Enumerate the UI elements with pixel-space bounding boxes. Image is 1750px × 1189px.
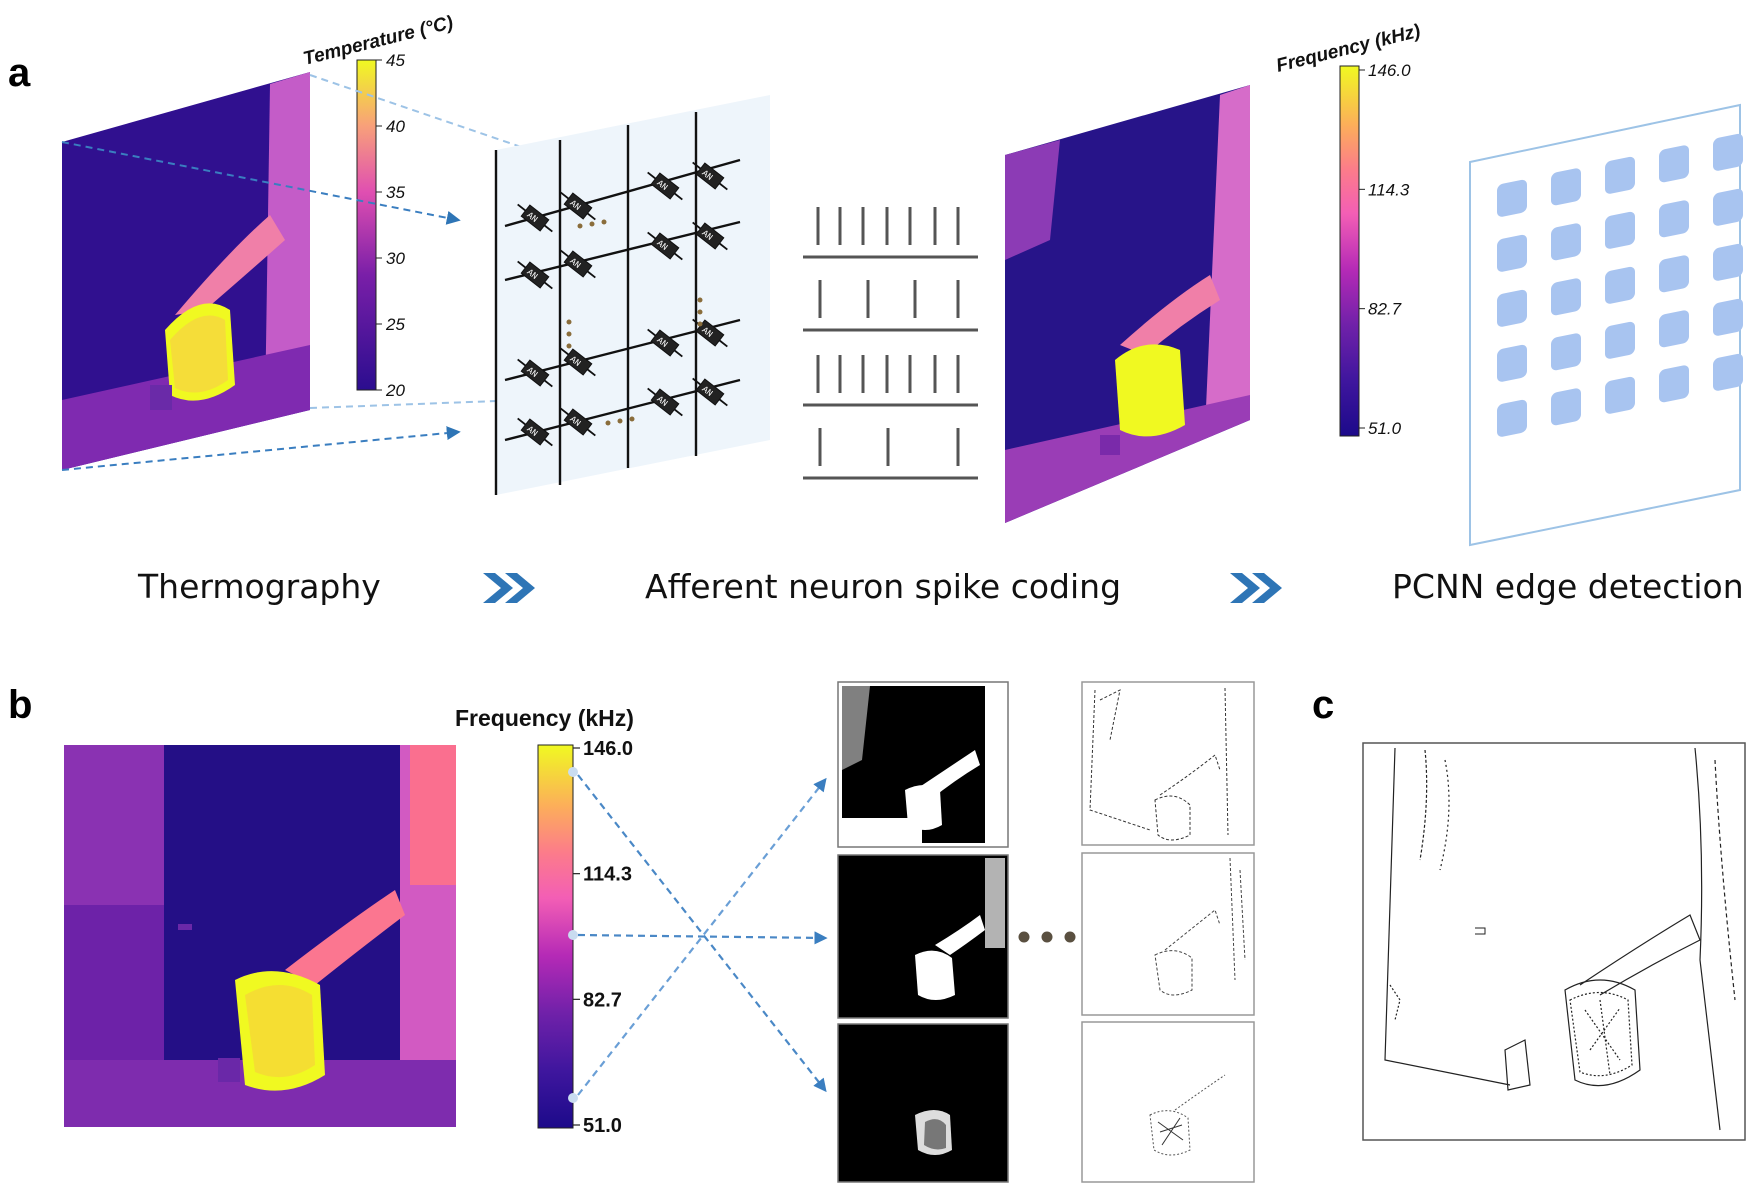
panel-label-c: c	[1312, 683, 1334, 727]
frequency-a-tick-label: 51.0	[1368, 419, 1402, 438]
frequency-colorbar-b-title: Frequency (kHz)	[455, 705, 634, 731]
pcnn-cell	[1551, 278, 1581, 316]
afferent-neuron-cell: AN	[647, 231, 683, 261]
stage-label-edge-detection: PCNN edge detection	[1392, 567, 1744, 606]
afferent-neuron-cell: AN	[692, 161, 728, 191]
afferent-neuron-cell: AN	[517, 417, 553, 447]
pcnn-cell	[1551, 223, 1581, 261]
array-ellipsis-dots	[566, 219, 703, 426]
afferent-neuron-cell: AN	[560, 347, 596, 377]
afferent-neuron-cell: AN	[560, 249, 596, 279]
pcnn-cell	[1497, 344, 1527, 382]
frequency-image-a	[1005, 85, 1250, 523]
afferent-neuron-cell: AN	[647, 328, 683, 358]
frequency-b-tick-label: 146.0	[583, 738, 633, 760]
pcnn-cell	[1659, 255, 1689, 293]
frequency-a-tick-label: 114.3	[1368, 180, 1410, 199]
binary-image-2	[837, 854, 1009, 1019]
stage-label-spike-coding: Afferent neuron spike coding	[645, 567, 1121, 606]
pcnn-grid	[1469, 103, 1743, 547]
pcnn-cell	[1659, 365, 1689, 403]
pcnn-cell	[1713, 133, 1743, 171]
afferent-neuron-cell: AN	[647, 387, 683, 417]
temperature-colorbar-title: Temperature (°C)	[301, 12, 455, 70]
ellipsis-icon	[1018, 931, 1076, 943]
thermography-image	[62, 72, 310, 470]
pcnn-cell	[1713, 243, 1743, 281]
pcnn-cell	[1551, 333, 1581, 371]
afferent-neuron-cell: AN	[647, 171, 683, 201]
edge-image-1	[1081, 681, 1255, 846]
binary-image-1	[837, 681, 1009, 848]
afferent-neuron-cell: AN	[692, 377, 728, 407]
frequency-b-tick-label: 114.3	[583, 864, 632, 886]
afferent-neuron-cell: AN	[517, 358, 553, 388]
frequency-b-tick-label: 82.7	[583, 989, 622, 1011]
temperature-tick-label: 20	[385, 381, 405, 400]
afferent-neuron-cell: AN	[692, 221, 728, 251]
panel-label-b: b	[8, 683, 32, 727]
pcnn-cell	[1659, 145, 1689, 183]
afferent-neuron-cell: AN	[560, 407, 596, 437]
frequency-b-tick-label: 51.0	[583, 1115, 622, 1137]
spike-trains	[803, 207, 978, 480]
pcnn-cell	[1713, 188, 1743, 226]
pcnn-cell	[1497, 179, 1527, 217]
stage-label-thermography: Thermography	[137, 567, 381, 606]
pcnn-cell	[1605, 156, 1635, 194]
pcnn-cell	[1605, 266, 1635, 304]
edge-image-3	[1081, 1021, 1255, 1183]
afferent-neuron-cell: AN	[517, 260, 553, 290]
temperature-colorbar: Temperature (°C) 45 40 35 30 25 20	[301, 12, 455, 400]
double-chevron-right-icon	[483, 573, 535, 603]
panel-label-a: a	[8, 51, 31, 95]
temperature-tick-label: 30	[386, 249, 405, 268]
pcnn-cell	[1605, 376, 1635, 414]
pcnn-cell	[1659, 310, 1689, 348]
pcnn-cell	[1605, 211, 1635, 249]
temperature-tick-label: 40	[386, 117, 405, 136]
pcnn-cell	[1713, 298, 1743, 336]
frequency-a-tick-label: 82.7	[1368, 300, 1402, 319]
pcnn-cell	[1497, 399, 1527, 437]
pcnn-cell	[1551, 388, 1581, 426]
pcnn-cell	[1497, 234, 1527, 272]
temperature-tick-label: 25	[385, 315, 405, 334]
pcnn-cell	[1659, 200, 1689, 238]
frequency-a-tick-label: 146.0	[1368, 61, 1411, 80]
pcnn-cell	[1551, 168, 1581, 206]
binary-image-3	[837, 1023, 1009, 1183]
pcnn-cell	[1713, 353, 1743, 391]
edge-image-2	[1081, 852, 1255, 1016]
pcnn-cell	[1605, 321, 1635, 359]
afferent-neuron-cell: AN	[692, 318, 728, 348]
pcnn-cell	[1497, 289, 1527, 327]
threshold-arrows	[568, 767, 828, 1103]
temperature-tick-label: 35	[386, 183, 405, 202]
temperature-tick-label: 45	[386, 51, 405, 70]
afferent-neuron-cell: AN	[560, 191, 596, 221]
frequency-colorbar-b: Frequency (kHz) 146.0 114.3 82.7 51.0	[455, 705, 634, 1137]
frequency-image-b	[64, 745, 456, 1127]
afferent-neuron-cell: AN	[517, 203, 553, 233]
double-chevron-right-icon	[1230, 573, 1282, 603]
edge-detection-result	[1362, 742, 1746, 1141]
